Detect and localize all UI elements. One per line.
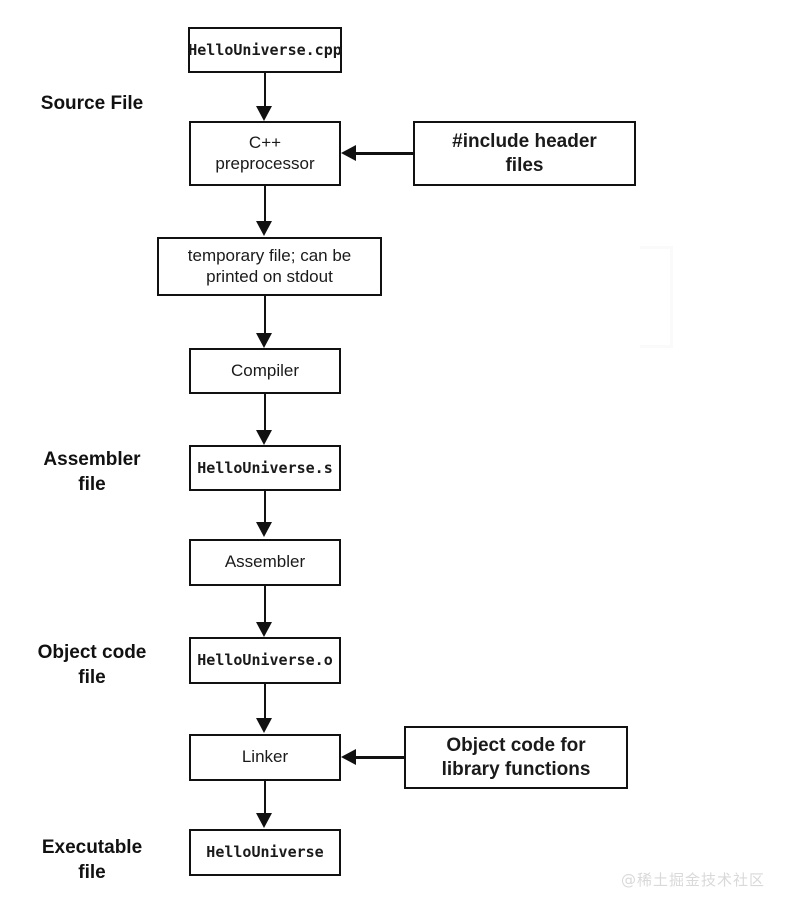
stage-label-assembler-file: Assembler file — [43, 449, 141, 495]
node-executable-file[interactable]: HelloUniverse — [189, 829, 341, 876]
stage-label-object-code-file: Object code file — [37, 642, 147, 688]
stage-label-executable-file: Executable file — [41, 837, 143, 883]
connector-source-to-preprocessor — [263, 73, 266, 107]
arrowhead-down-source-to-preprocessor — [256, 106, 272, 121]
node-source-file[interactable]: HelloUniverse.cpp — [188, 27, 342, 73]
arrowhead-down-temp-to-compiler — [256, 333, 272, 348]
background-bracket-decoration — [640, 246, 673, 348]
connector-assembler-to-object — [263, 586, 266, 623]
arrowhead-down-compiler-to-assembly — [256, 430, 272, 445]
arrowhead-down-assembler-to-object — [256, 622, 272, 637]
node-assembly-file[interactable]: HelloUniverse.s — [189, 445, 341, 491]
connector-compiler-to-assembly — [263, 394, 266, 431]
arrowhead-left-library-to-linker — [341, 748, 356, 765]
node-library-object-code[interactable]: Object code for library functions — [404, 726, 628, 789]
connector-object-to-linker — [263, 684, 266, 719]
arrowhead-down-preprocessor-to-temp — [256, 221, 272, 236]
connector-include-to-preprocessor — [355, 152, 413, 155]
connector-linker-to-executable — [263, 781, 266, 814]
connector-assembly-to-assembler — [263, 491, 266, 523]
node-preprocessor[interactable]: C++ preprocessor — [189, 121, 341, 186]
node-assembler[interactable]: Assembler — [189, 539, 341, 586]
node-compiler[interactable]: Compiler — [189, 348, 341, 394]
connector-preprocessor-to-temp — [263, 186, 266, 222]
node-temporary-file[interactable]: temporary file; can be printed on stdout — [157, 237, 382, 296]
node-include-header-files[interactable]: #include header files — [413, 121, 636, 186]
connector-temp-to-compiler — [263, 296, 266, 334]
watermark-text: @稀土掘金技术社区 — [621, 871, 766, 889]
node-object-file[interactable]: HelloUniverse.o — [189, 637, 341, 684]
arrowhead-down-linker-to-executable — [256, 813, 272, 828]
arrowhead-down-assembly-to-assembler — [256, 522, 272, 537]
stage-label-source-file: Source File — [40, 93, 144, 114]
arrowhead-left-include-to-preprocessor — [341, 144, 356, 161]
arrowhead-down-object-to-linker — [256, 718, 272, 733]
connector-library-to-linker — [355, 756, 404, 759]
node-linker[interactable]: Linker — [189, 734, 341, 781]
